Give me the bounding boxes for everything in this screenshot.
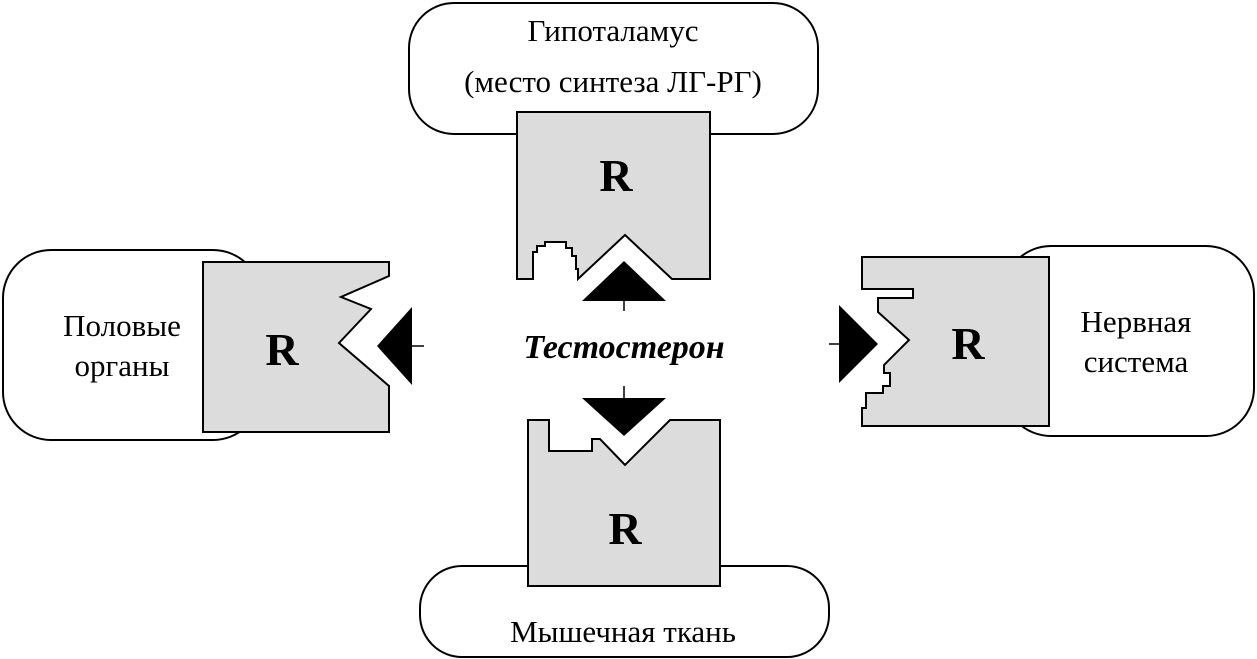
arrow-right <box>829 305 878 383</box>
nervous-system-receptor <box>861 256 1050 427</box>
arrow-left <box>377 307 424 385</box>
hypothalamus-receptor <box>516 111 711 282</box>
sex-organs-receptor <box>202 261 390 433</box>
sex-organs-label-line2: органы <box>75 348 170 383</box>
sex-organs-receptor-label: R <box>265 324 299 375</box>
nervous-system-label-line1: Нервная <box>1081 304 1192 339</box>
sex-organs-label-line1: Половые <box>63 308 181 343</box>
testosterone-label: Тестостерон <box>523 329 724 366</box>
hypothalamus-title: Гипоталамус <box>527 13 698 48</box>
muscle-tissue-receptor-label: R <box>608 503 642 554</box>
muscle-tissue-label: Мышечная ткань <box>510 614 736 649</box>
nervous-system-label-line2: система <box>1084 344 1189 379</box>
nervous-system-receptor-label: R <box>951 318 985 369</box>
hypothalamus-receptor-label: R <box>599 150 633 201</box>
hypothalamus-subtitle: (место синтеза ЛГ-РГ) <box>464 64 762 99</box>
arrow-up <box>582 261 666 311</box>
muscle-tissue-receptor <box>527 419 721 587</box>
arrow-down <box>582 386 666 436</box>
